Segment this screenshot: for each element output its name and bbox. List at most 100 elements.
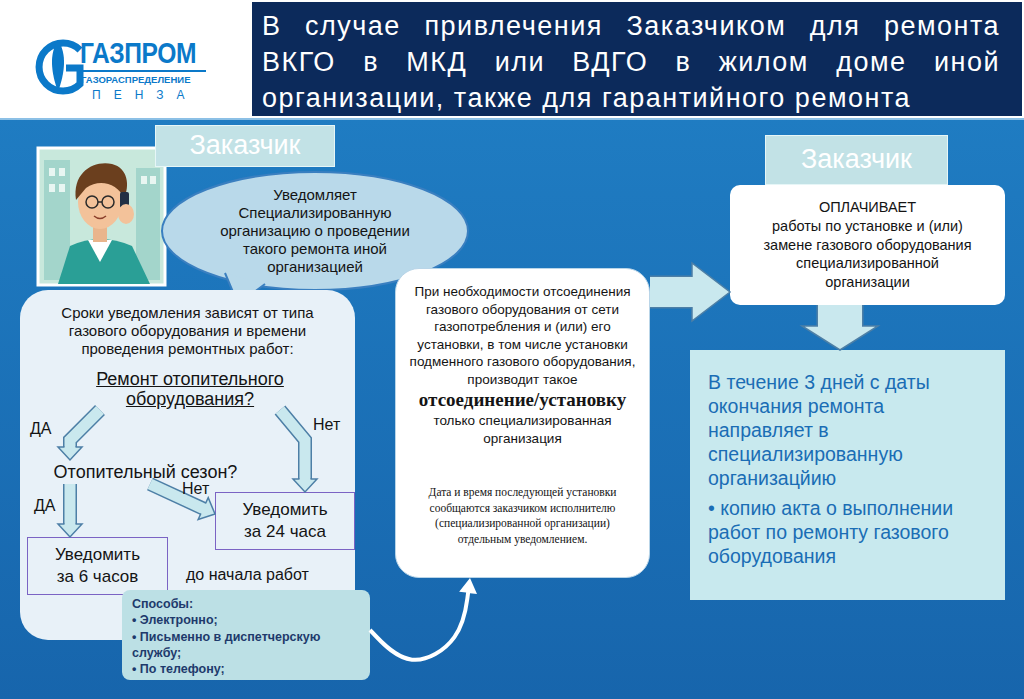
header-band bbox=[0, 0, 1024, 120]
node-text: Уведомить за 24 часа bbox=[234, 499, 336, 543]
window bbox=[49, 184, 55, 192]
arrow-head-outline bbox=[802, 326, 878, 350]
result-box: Уведомить за 6 часов bbox=[27, 537, 168, 595]
node-text: • По телефону; bbox=[132, 661, 225, 677]
arrow-head bbox=[58, 524, 82, 537]
process-box: ОПЛАЧИВАЕТработы по установке и (или) за… bbox=[730, 185, 1005, 305]
edge-label: Нет bbox=[313, 416, 340, 434]
flow-arrow bbox=[58, 484, 82, 537]
flow-arrow bbox=[150, 484, 215, 519]
node-text: При необходимости отсоединения газового … bbox=[408, 283, 637, 388]
title-area: В случае привлечения Заказчиком для ремо… bbox=[262, 8, 1000, 112]
node-text: В течение 3 дней с даты окончания ремонт… bbox=[708, 370, 995, 490]
curved-arrow bbox=[370, 578, 477, 660]
main-band bbox=[0, 118, 1024, 699]
arrow-head bbox=[802, 326, 878, 350]
arrow-shaft bbox=[65, 484, 76, 526]
title-text: В случае привлечения Заказчиком для ремо… bbox=[262, 8, 1000, 116]
arrow-head-outline bbox=[58, 447, 82, 460]
rules-panel: Ремонт отопительного оборудования? Отопит… bbox=[20, 290, 355, 640]
note-text: до начала работ bbox=[186, 566, 309, 584]
arrow-head-outline bbox=[692, 263, 730, 321]
hand bbox=[118, 204, 134, 224]
edge-label: Нет bbox=[182, 480, 209, 498]
logo-flame bbox=[52, 40, 64, 92]
arrow-shaft bbox=[280, 410, 305, 481]
logo-subtitle: ГАЗОРАСПРЕДЕЛЕНИЕ bbox=[81, 74, 190, 85]
flow-arrow bbox=[280, 410, 317, 492]
window bbox=[59, 184, 65, 192]
arrow-head bbox=[459, 578, 477, 594]
arrow-outline bbox=[817, 305, 864, 328]
hair bbox=[76, 163, 128, 200]
glasses bbox=[98, 201, 102, 203]
logo-city: ПЕНЗА bbox=[92, 88, 198, 102]
arrow-head bbox=[58, 447, 82, 460]
process-box: При необходимости отсоединения газового … bbox=[395, 268, 650, 578]
node-text: Уведомить за 6 часов bbox=[46, 544, 149, 588]
node-text: только специализированная организация bbox=[408, 412, 637, 447]
arrow-shaft bbox=[70, 410, 100, 449]
arrow-outline bbox=[280, 410, 305, 481]
node-text: отсоединение/установку bbox=[419, 388, 626, 412]
window bbox=[59, 168, 65, 176]
glasses bbox=[86, 196, 98, 208]
arrow-shaft bbox=[818, 305, 862, 328]
shirt bbox=[58, 239, 150, 284]
mouth bbox=[94, 216, 106, 219]
node-text: • Электронно; bbox=[132, 612, 218, 628]
title-band bbox=[252, 2, 1022, 116]
logo-rule bbox=[80, 70, 206, 72]
node-text: Заказчик bbox=[190, 131, 301, 161]
decision-question: Отопительный сезон? bbox=[38, 460, 253, 484]
arrow-head-outline bbox=[293, 479, 317, 492]
block-arrow bbox=[650, 263, 730, 321]
arrow-shaft bbox=[650, 277, 694, 307]
node-text: Дата и время последующей установки сообщ… bbox=[408, 485, 637, 547]
node-text: Ремонт отопительного оборудования? bbox=[80, 369, 300, 409]
arrow-head bbox=[198, 498, 215, 520]
node-text: Способы: bbox=[132, 596, 193, 612]
logo-wordmark: ГАЗПРОМ bbox=[80, 36, 196, 70]
node-text: Заказчик bbox=[801, 145, 912, 175]
arrow-outline bbox=[150, 484, 205, 509]
node-text: Сроки уведомления зависят от типа газово… bbox=[32, 304, 343, 358]
node-text: Отопительный сезон? bbox=[54, 460, 238, 484]
picture-frame bbox=[38, 148, 165, 285]
methods-box: Способы:• Электронно;• Письменно в диспе… bbox=[122, 590, 370, 680]
edge-label: ДА bbox=[30, 420, 52, 438]
collar bbox=[88, 240, 112, 262]
logo-symbol bbox=[39, 40, 206, 92]
band-rule bbox=[0, 118, 1024, 120]
window bbox=[49, 168, 55, 176]
arrow-head-outline bbox=[198, 498, 215, 520]
arrow-shaft bbox=[150, 484, 205, 509]
glasses bbox=[102, 196, 114, 208]
arrow-outline bbox=[650, 276, 694, 309]
node-text: работы по установке и (или) замене газов… bbox=[752, 217, 983, 292]
decision-question: Ремонт отопительного оборудования? bbox=[80, 368, 300, 410]
customer-illustration bbox=[38, 148, 165, 285]
arrow-outline bbox=[63, 484, 77, 526]
arrow-head bbox=[293, 479, 317, 492]
arrow-head-outline bbox=[58, 524, 82, 537]
process-box: В течение 3 дней с даты окончания ремонт… bbox=[690, 350, 1005, 600]
window bbox=[150, 176, 156, 184]
arrow-shaft bbox=[370, 591, 468, 660]
flow-arrow bbox=[58, 410, 100, 460]
role-tag: Заказчик bbox=[155, 125, 335, 167]
arrow-outline bbox=[70, 410, 100, 449]
edge-label: ДА bbox=[34, 497, 56, 515]
node-text: • Письменно в диспетчерскую службу; bbox=[132, 629, 360, 662]
block-arrow bbox=[802, 305, 878, 350]
node-text: Уведомляет Специализированную организаци… bbox=[208, 186, 423, 276]
node-text: • копию акта о выполнении работ по ремон… bbox=[708, 496, 995, 568]
role-tag: Заказчик bbox=[765, 135, 948, 185]
arrow-head bbox=[692, 263, 730, 321]
node-text: ОПЛАЧИВАЕТ bbox=[819, 198, 916, 217]
result-box: Уведомить за 24 часа bbox=[215, 492, 355, 550]
